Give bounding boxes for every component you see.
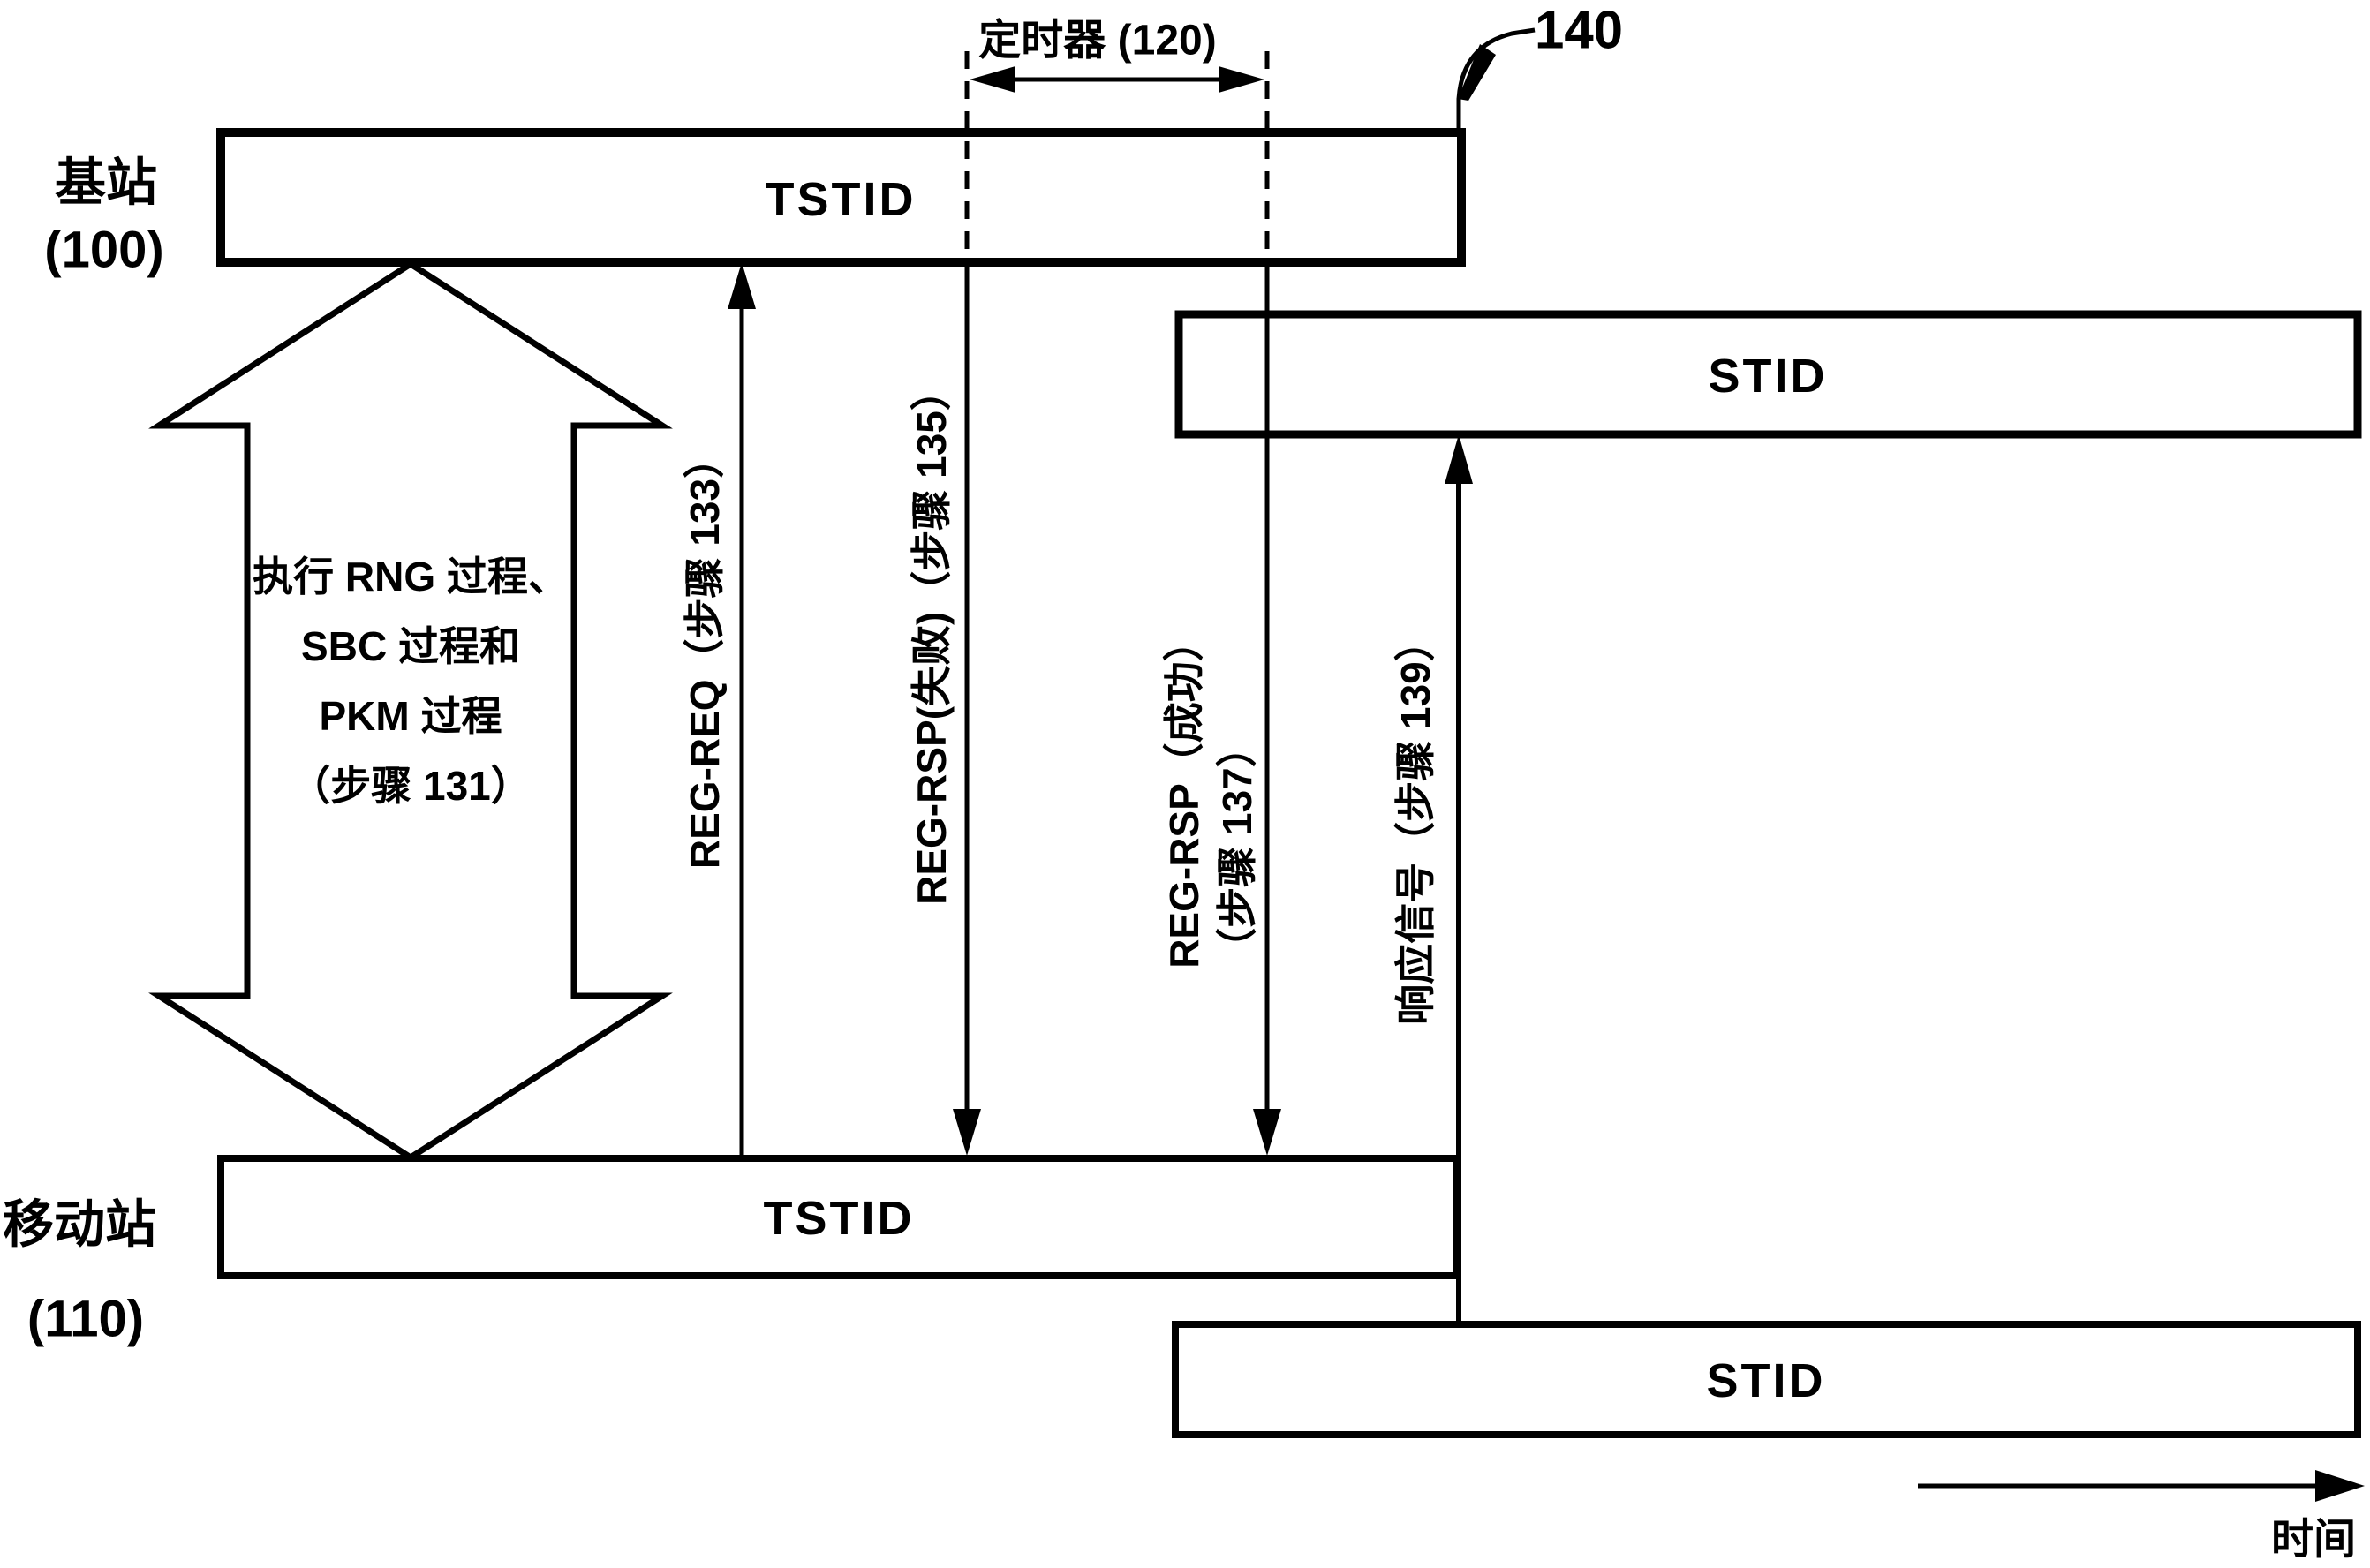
reg-rsp-fail-label: REG-RSP(失败)（步骤 135） bbox=[909, 370, 955, 905]
tstid-bottom-box bbox=[217, 1155, 1460, 1279]
time-axis-label: 时间 bbox=[2270, 1516, 2357, 1564]
stid-bottom-label: STID bbox=[1706, 1354, 1826, 1407]
time-axis-arrowhead bbox=[2315, 1470, 2365, 1502]
reg-rsp-success-line-2: （步骤 137） bbox=[1214, 727, 1260, 969]
base-station-id: (100) bbox=[44, 221, 164, 279]
reg-req-arrowhead-up bbox=[728, 262, 756, 309]
tstid-bottom-label: TSTID bbox=[763, 1192, 915, 1245]
mobile-station-name: 移动站 bbox=[2, 1195, 157, 1254]
reg-rsp-success-arrowhead-down bbox=[1253, 1109, 1281, 1156]
stid-top-label: STID bbox=[1708, 350, 1828, 403]
process-line-1: 执行 RNG 过程、 bbox=[253, 553, 569, 599]
mobile-station-id: (110) bbox=[26, 1290, 145, 1348]
ref-140-label: 140 bbox=[1534, 0, 1624, 60]
timer-arrowhead-right bbox=[1219, 66, 1264, 93]
timer-label: 定时器 (120) bbox=[978, 17, 1217, 64]
process-line-4: （步骤 131） bbox=[290, 763, 532, 810]
reg-req-label: REG-REQ（步骤 133） bbox=[682, 437, 728, 870]
tstid-top-box bbox=[216, 128, 1466, 267]
process-line-2: SBC 过程和 bbox=[301, 622, 520, 669]
response-signal-label: 响应信号（步骤 139） bbox=[1393, 621, 1438, 1025]
reg-rsp-fail-arrowhead-down bbox=[953, 1109, 981, 1156]
stid-top-box bbox=[1174, 310, 2362, 439]
stid-bottom-box bbox=[1172, 1321, 2361, 1438]
base-station-name: 基站 bbox=[54, 154, 158, 212]
ref-140-leader-line bbox=[1456, 27, 1536, 131]
tstid-top-label: TSTID bbox=[765, 173, 917, 226]
process-arrow-text: 执行 RNG 过程、 SBC 过程和 PKM 过程 （步骤 131） bbox=[253, 542, 569, 821]
process-line-3: PKM 过程 bbox=[319, 693, 502, 739]
response-signal-arrowhead-up bbox=[1445, 434, 1473, 484]
process-double-arrow bbox=[148, 260, 673, 1162]
timer-arrowhead-left bbox=[970, 66, 1015, 93]
reg-rsp-success-label: REG-RSP（成功） （步骤 137） bbox=[1159, 621, 1264, 969]
reg-rsp-success-line-1: REG-RSP（成功） bbox=[1161, 621, 1208, 969]
ref-140-leader-barb bbox=[1458, 44, 1496, 101]
